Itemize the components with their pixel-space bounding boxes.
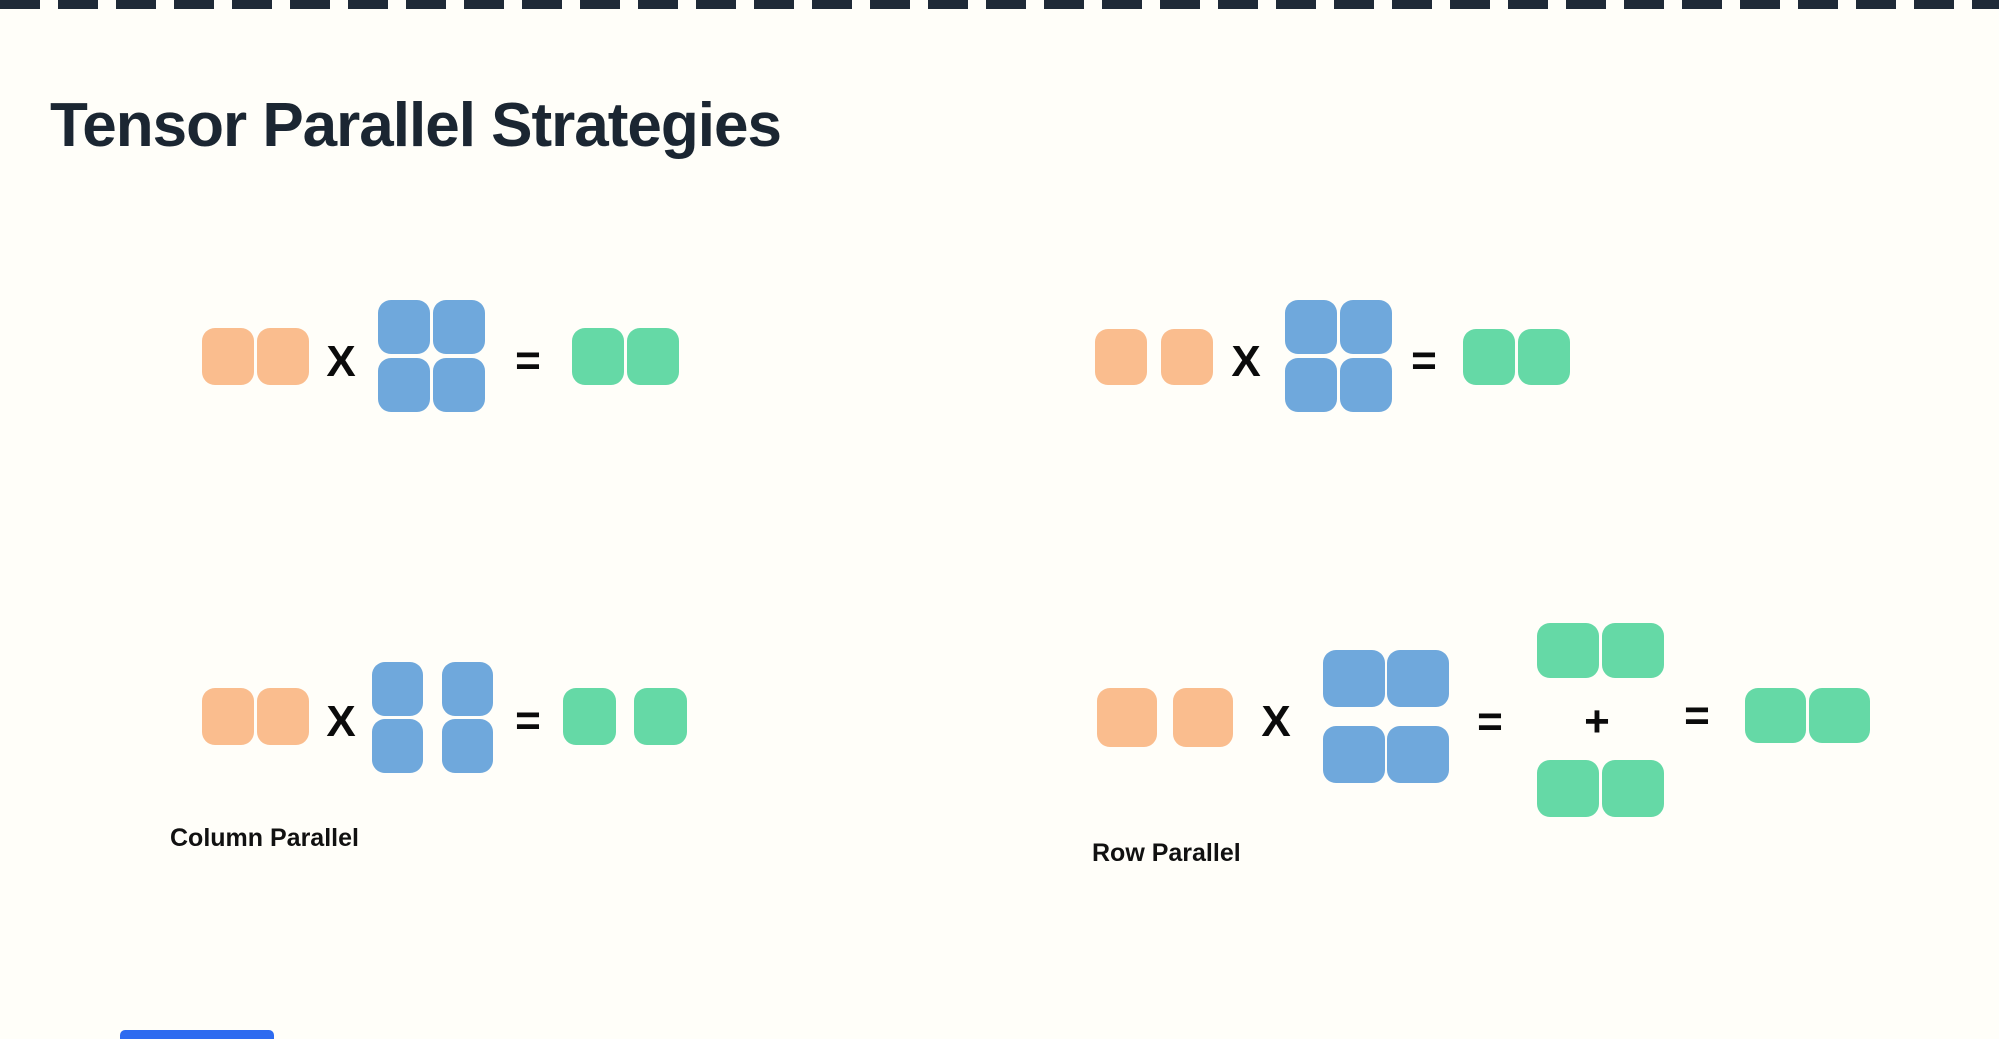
caption-row-parallel: Row Parallel [1092,839,1241,867]
multiply-operator: X [326,697,356,746]
green-matrix-cell [1518,329,1570,385]
row-split-weight-matrix-blue [1323,650,1449,783]
blue-matrix-cell [378,358,430,412]
blue-matrix-cell [372,662,423,716]
blue-matrix-cell [433,300,485,354]
caption-column-parallel: Column Parallel [170,824,359,852]
page-title: Tensor Parallel Strategies [50,90,782,160]
equals-operator: = [515,336,541,385]
split-output-vector-green [563,688,687,745]
bottom-accent-bar [120,1030,274,1039]
multiply-operator: X [1261,697,1291,746]
blue-matrix-cell [378,300,430,354]
green-matrix-cell [627,328,679,385]
replicated-input-vector-orange [202,328,309,385]
partial-result-top-green [1537,623,1664,678]
green-matrix-cell [1463,329,1515,385]
green-matrix-cell [634,688,687,745]
full-output-vector-green [1463,329,1570,385]
green-matrix-cell [1809,688,1870,743]
orange-matrix-cell [1161,329,1213,385]
green-matrix-cell [563,688,616,745]
equals-operator: = [1411,336,1437,385]
blue-matrix-cell [1340,300,1392,354]
blue-matrix-cell [1387,650,1449,707]
blue-matrix-cell [1323,650,1385,707]
summed-output-vector-green [1745,688,1870,743]
orange-matrix-cell [1097,688,1157,747]
orange-matrix-cell [257,688,309,745]
blue-matrix-cell [1285,300,1337,354]
orange-matrix-cell [202,688,254,745]
partial-result-bottom-green [1537,760,1664,817]
plus-operator: + [1584,697,1610,746]
multiply-operator: X [1231,337,1261,386]
full-weight-matrix-blue [378,300,485,412]
top-dashed-border [0,0,1999,9]
orange-matrix-cell [257,328,309,385]
blue-matrix-cell [1340,358,1392,412]
column-split-weight-matrix-blue [372,662,493,773]
full-output-vector-green [572,328,679,385]
sharded-input-vector-orange [1097,688,1233,747]
multiply-operator: X [326,337,356,386]
replicated-input-vector-orange [202,688,309,745]
orange-matrix-cell [1173,688,1233,747]
green-matrix-cell [1602,623,1664,678]
green-matrix-cell [1537,760,1599,817]
equals-operator: = [1684,691,1710,740]
blue-matrix-cell [442,719,493,773]
green-matrix-cell [1537,623,1599,678]
sharded-input-vector-orange [1095,329,1213,385]
full-weight-matrix-blue [1285,300,1392,412]
green-matrix-cell [572,328,624,385]
blue-matrix-cell [1323,726,1385,783]
blue-matrix-cell [372,719,423,773]
blue-matrix-cell [1285,358,1337,412]
green-matrix-cell [1602,760,1664,817]
orange-matrix-cell [1095,329,1147,385]
blue-matrix-cell [1387,726,1449,783]
equals-operator: = [1477,697,1503,746]
equals-operator: = [515,696,541,745]
blue-matrix-cell [433,358,485,412]
green-matrix-cell [1745,688,1806,743]
blue-matrix-cell [442,662,493,716]
orange-matrix-cell [202,328,254,385]
